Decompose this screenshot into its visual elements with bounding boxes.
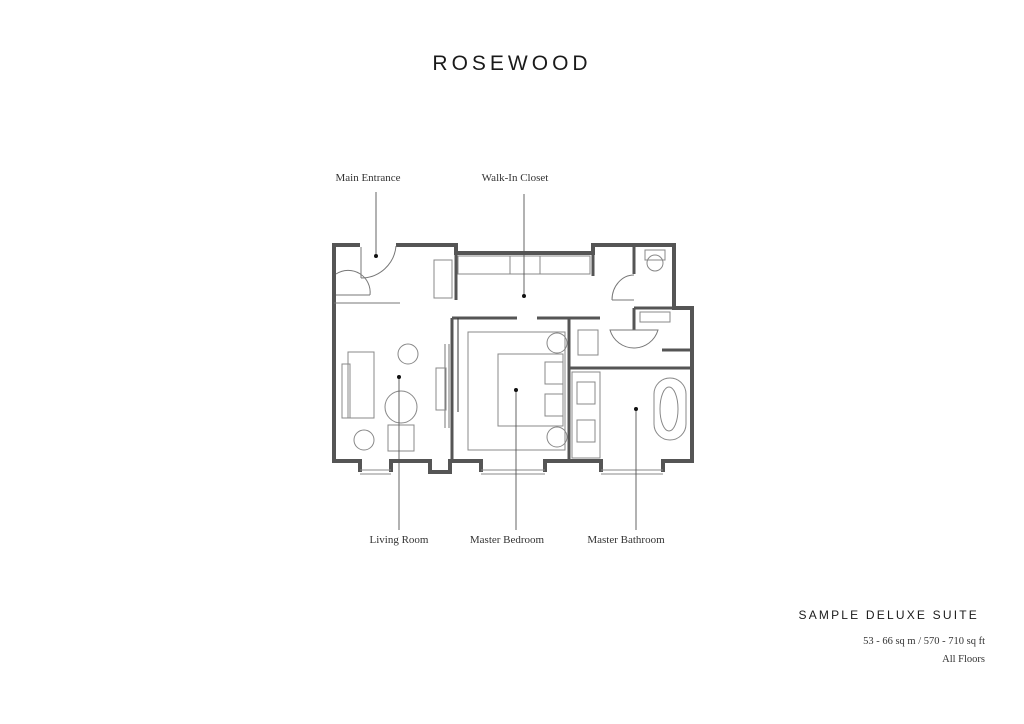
leader-lines [375, 192, 637, 530]
label-living-room: Living Room [369, 534, 429, 546]
room-markers [374, 254, 638, 411]
suite-area: 53 - 66 sq m / 570 - 710 sq ft [863, 636, 985, 647]
brand-logo: ROSEWOOD [432, 52, 592, 75]
label-walk-in-closet: Walk-In Closet [481, 172, 549, 184]
interior-walls [334, 245, 692, 461]
label-master-bedroom: Master Bedroom [469, 534, 545, 546]
living-furniture [341, 343, 447, 452]
suite-title: SAMPLE DELUXE SUITE [798, 608, 979, 622]
bathroom-fixtures [571, 249, 687, 459]
label-master-bathroom: Master Bathroom [587, 534, 665, 546]
suite-floors: All Floors [942, 654, 985, 665]
bed [467, 329, 599, 451]
label-main-entrance: Main Entrance [335, 172, 401, 184]
doors [335, 245, 659, 428]
windows [360, 469, 663, 475]
